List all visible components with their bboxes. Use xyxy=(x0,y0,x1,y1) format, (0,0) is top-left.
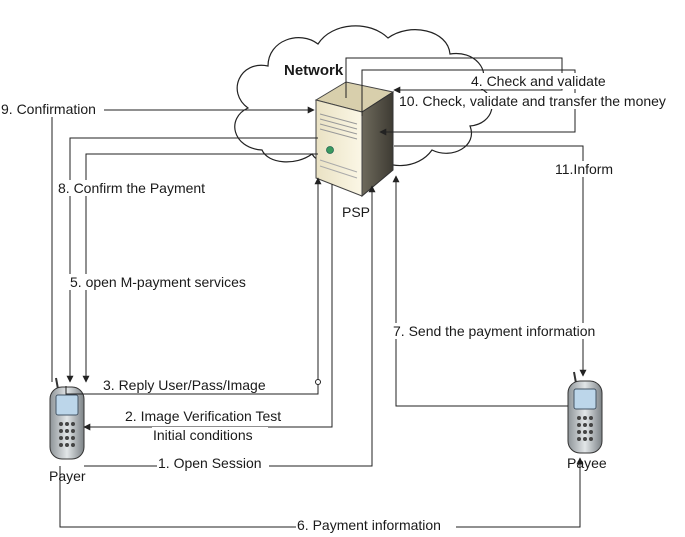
label-payment-information: 6. Payment information xyxy=(297,517,441,533)
label-check-transfer: 10. Check, validate and transfer the mon… xyxy=(399,93,666,109)
label-confirm-payment: 8. Confirm the Payment xyxy=(58,180,205,196)
label-image-verification: 2. Image Verification Test xyxy=(125,408,281,424)
arrow-confirm-payment xyxy=(66,137,318,383)
payer-phone-icon xyxy=(49,377,85,460)
label-check-validate: 4. Check and validate xyxy=(471,73,606,89)
psp-server-icon xyxy=(314,81,395,198)
label-send-payment-info: 7. Send the payment information xyxy=(393,323,595,339)
label-initial-conditions: Initial conditions xyxy=(153,427,253,443)
arrow-inform xyxy=(394,145,587,377)
arrow-check-transfer xyxy=(361,69,576,136)
psp-label: PSP xyxy=(342,204,370,220)
payee-phone-icon xyxy=(567,371,603,454)
label-open-session: 1. Open Session xyxy=(158,455,262,471)
message-labels: 1. Open Session 2. Image Verification Te… xyxy=(0,73,685,533)
arrow-reply-credentials xyxy=(65,177,322,395)
label-confirmation: 9. Confirmation xyxy=(1,101,96,117)
arrow-open-mpayment xyxy=(82,153,318,383)
arrow-check-validate xyxy=(345,57,563,98)
label-open-mpayment: 5. open M-payment services xyxy=(70,274,246,290)
payer-label: Payer xyxy=(49,468,86,484)
network-label: Network xyxy=(284,62,344,79)
arrow-send-payment-info xyxy=(392,175,568,407)
label-reply-credentials: 3. Reply User/Pass/Image xyxy=(103,377,266,393)
payee-label: Payee xyxy=(567,455,607,471)
label-inform: 11.Inform xyxy=(555,161,613,177)
